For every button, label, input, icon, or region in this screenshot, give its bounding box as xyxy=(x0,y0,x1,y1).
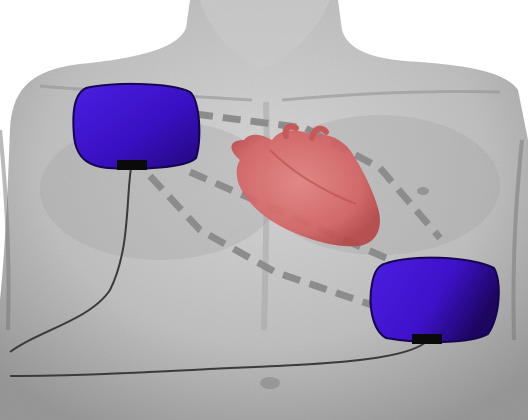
pad-connector xyxy=(412,334,442,344)
pad-connector xyxy=(117,160,147,170)
electrode-pad-icon xyxy=(73,84,199,170)
electrode-pad-icon xyxy=(371,258,499,344)
